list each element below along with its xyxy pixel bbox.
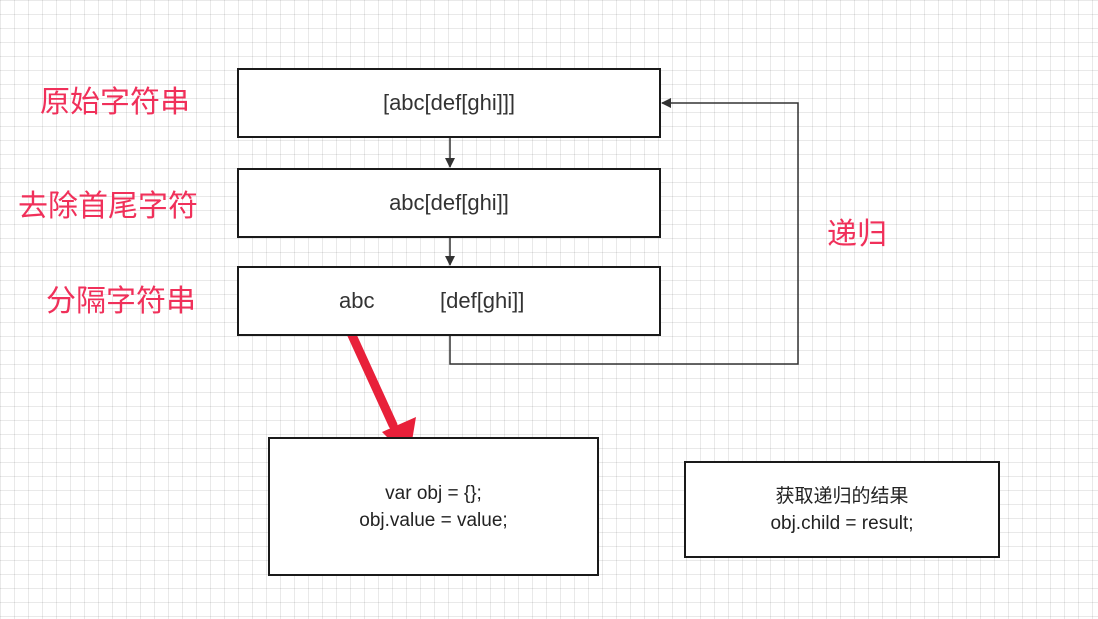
trimmed-string-box: abc[def[ghi]] — [237, 168, 661, 238]
split-left-part: abc — [339, 288, 375, 313]
label-split-string: 分隔字符串 — [46, 284, 196, 319]
split-right-part: [def[ghi]] — [440, 288, 525, 313]
label-original-string: 原始字符串 — [40, 85, 190, 120]
split-string-box: abc [def[ghi]] — [237, 266, 661, 336]
code-line-obj-child: obj.child = result; — [770, 512, 914, 534]
label-trim-ends: 去除首尾字符 — [18, 189, 198, 224]
code-line-var-obj: var obj = {}; — [385, 482, 482, 504]
create-object-box: var obj = {}; obj.value = value; — [268, 437, 599, 576]
original-string-box: [abc[def[ghi]]] — [237, 68, 661, 138]
trimmed-string-text: abc[def[ghi]] — [389, 190, 509, 215]
label-recursion: 递归 — [827, 217, 887, 252]
recursion-result-box: 获取递归的结果 obj.child = result; — [684, 461, 1000, 558]
original-string-text: [abc[def[ghi]]] — [382, 90, 516, 115]
code-line-get-result: 获取递归的结果 — [775, 485, 909, 507]
red-arrow-shaft — [346, 328, 398, 430]
recursion-loop-arrow — [449, 98, 799, 365]
code-line-obj-value: obj.value = value; — [359, 509, 508, 531]
